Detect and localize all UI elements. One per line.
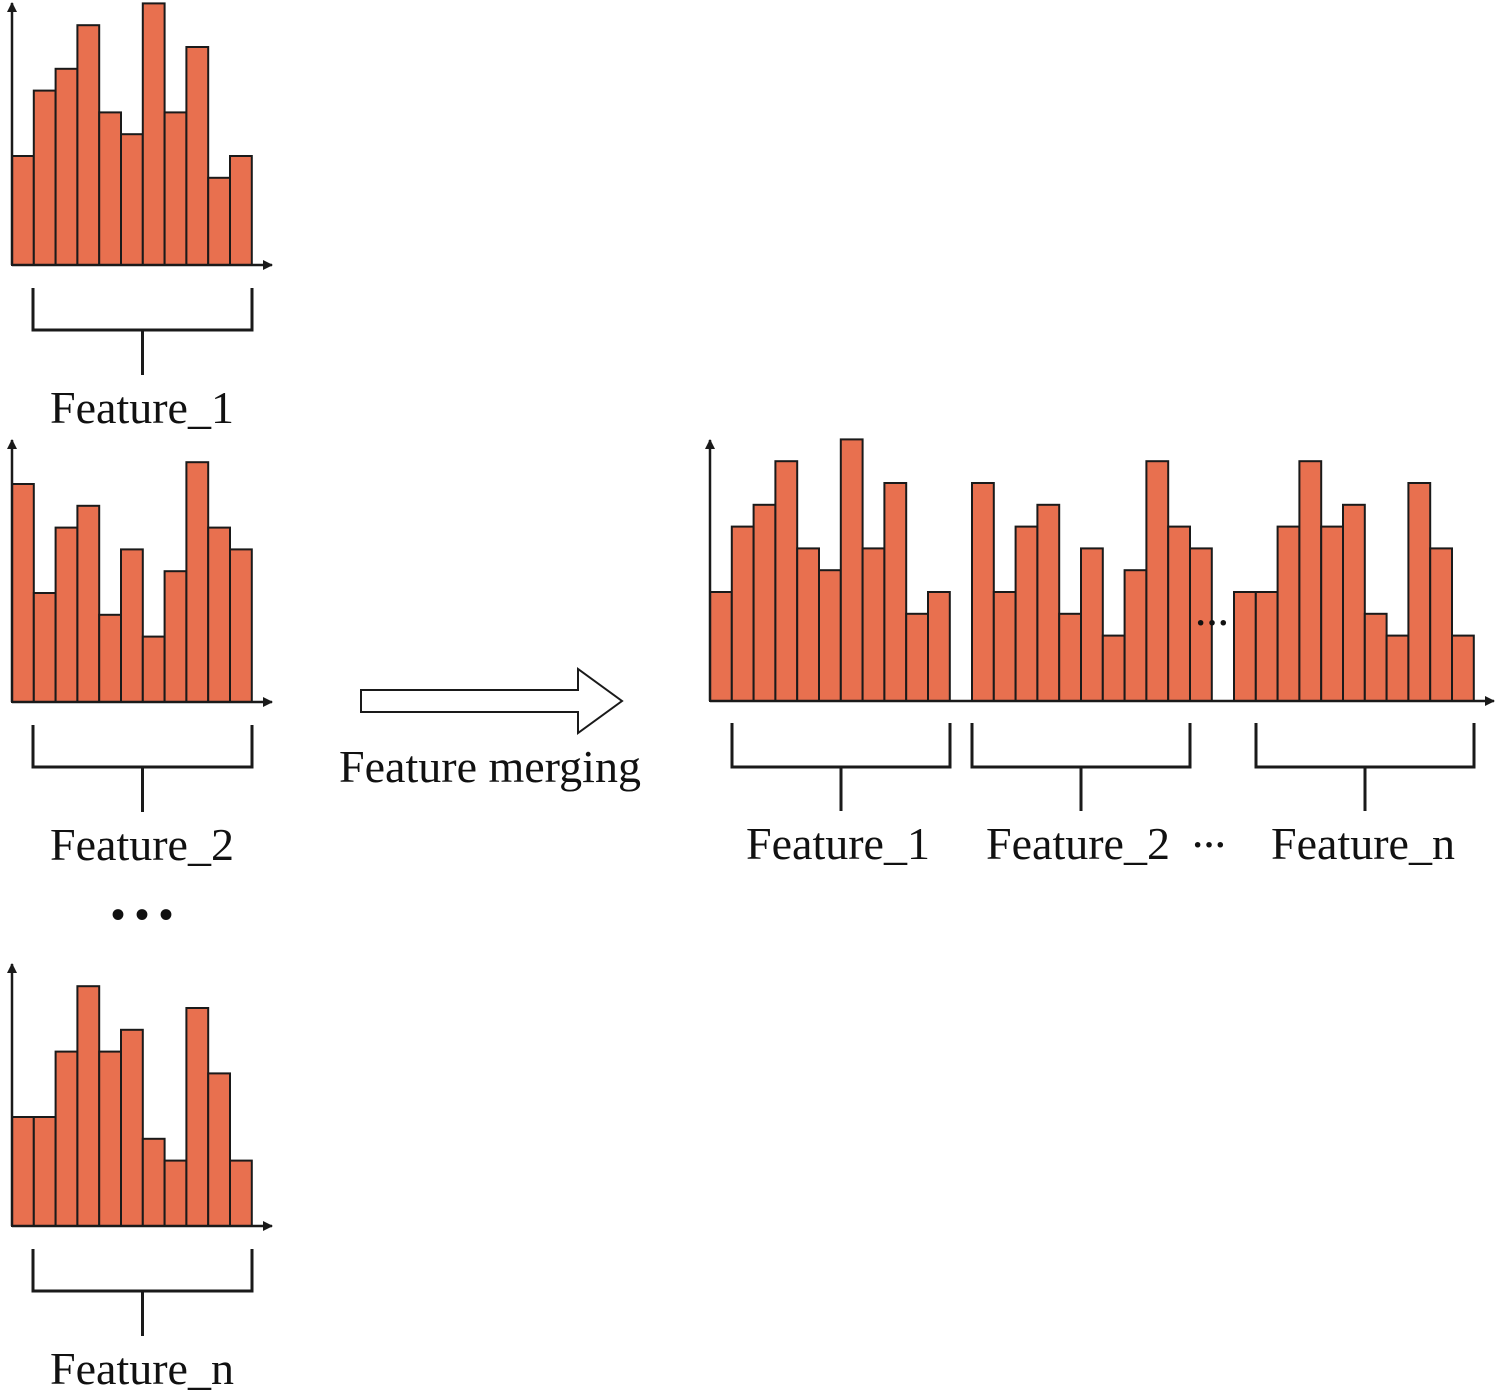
merged-group-2-bar-1 — [971, 482, 995, 702]
merge-label: Feature merging — [339, 741, 641, 792]
merged-group-3-bar-10 — [1429, 547, 1453, 703]
merged-group-1-bar-5 — [796, 547, 821, 703]
merged-group-2-bar-10 — [1167, 525, 1191, 702]
source-chart-1-bracket — [31, 288, 254, 375]
merged-group-2-bar-7 — [1101, 634, 1126, 702]
merged-group-2-label: Feature_2 — [986, 818, 1170, 869]
merged-group-3 — [1233, 460, 1475, 703]
source-chart-2-label: Feature_2 — [50, 819, 234, 870]
merged-group-2-bar-4 — [1036, 503, 1061, 702]
source-chart-2-bracket — [31, 725, 254, 812]
merged-group-1-bar-10 — [905, 612, 930, 702]
merge-arrow-icon — [360, 667, 624, 735]
source-chart-3-bar-11 — [229, 1159, 253, 1227]
merged-group-1-bar-9 — [883, 482, 908, 702]
merged-feature-chart: Feature_1 Feature_2 Feature_n ··· — [705, 438, 1495, 869]
merged-group-3-bar-2 — [1254, 591, 1279, 702]
merged-group-2 — [971, 460, 1213, 703]
source-chart-3-bar-9 — [185, 1007, 210, 1227]
merged-group-1-label: Feature_1 — [746, 818, 930, 869]
source-chart-1-label: Feature_1 — [50, 382, 234, 433]
merged-group-2-bracket — [970, 723, 1192, 811]
merged-group-3-bracket — [1254, 723, 1476, 811]
merged-group-3-bar-9 — [1407, 482, 1432, 702]
source-chart-3-bar-5 — [98, 1050, 122, 1227]
source-chart-3-bar-8 — [163, 1159, 188, 1227]
merged-group-3-bar-3 — [1276, 525, 1301, 702]
merged-group-1-bar-2 — [730, 525, 755, 702]
source-chart-3-bar-3 — [54, 1050, 79, 1227]
source-chart-1-bar-3 — [54, 67, 79, 266]
merged-group-3-bar-7 — [1363, 612, 1388, 702]
source-chart-2-bar-2 — [32, 592, 57, 703]
merged-group-3-bar-6 — [1342, 503, 1366, 702]
merged-group-1 — [709, 438, 951, 703]
source-chart-1-bar-9 — [185, 46, 210, 266]
source-chart-1-bar-7 — [141, 2, 166, 267]
source-chart-1-bar-4 — [76, 24, 101, 267]
merged-group-2-bar-5 — [1058, 612, 1082, 702]
source-chart-2-bar-1 — [11, 483, 35, 703]
merged-group-2-bar-9 — [1145, 460, 1170, 703]
source-chart-1-bar-2 — [32, 89, 57, 266]
source-chart-1-bar-5 — [98, 111, 122, 267]
source-chart-1-bar-11 — [229, 155, 253, 266]
merged-group-3-bar-11 — [1451, 634, 1475, 702]
source-chart-1-bar-10 — [207, 176, 231, 266]
source-chart-3-bar-10 — [207, 1072, 231, 1228]
merged-group-2-bar-3 — [1014, 525, 1039, 702]
merged-gap-ellipsis: ··· — [1195, 605, 1229, 642]
merged-group-2-bar-2 — [992, 591, 1017, 702]
source-chart-2-bar-4 — [76, 504, 101, 703]
left-ellipsis: • • • — [111, 892, 173, 937]
merged-group-2-bar-6 — [1080, 547, 1104, 703]
source-chart-3-label: Feature_n — [50, 1343, 234, 1394]
merged-group-3-bar-4 — [1298, 460, 1323, 703]
source-chart-2-bar-9 — [185, 461, 210, 704]
merged-group-3-label: Feature_n — [1271, 818, 1455, 869]
source-chart-3-bar-4 — [76, 985, 101, 1228]
source-chart-3-bracket — [31, 1249, 254, 1336]
merged-group-1-bar-1 — [709, 591, 733, 702]
source-chart-3-bar-2 — [32, 1116, 57, 1227]
source-chart-2-bar-3 — [54, 526, 79, 703]
source-chart-3-bar-1 — [11, 1116, 35, 1227]
source-chart-3-bar-7 — [141, 1137, 166, 1228]
source-chart-1-bar-8 — [163, 111, 188, 267]
merged-group-1-bar-11 — [927, 591, 951, 702]
source-chart-2-bar-8 — [163, 570, 188, 704]
source-chart-2-bar-11 — [229, 548, 253, 704]
merged-label-ellipsis: ··· — [1192, 827, 1226, 864]
merged-group-3-bar-8 — [1385, 634, 1410, 702]
source-chart-1: Feature_1 — [6, 2, 273, 433]
merged-group-1-bar-8 — [861, 547, 886, 703]
merged-group-1-bar-3 — [752, 503, 777, 702]
merged-group-1-bracket — [730, 723, 952, 811]
merged-group-1-bar-7 — [839, 438, 864, 702]
merged-group-1-bar-4 — [774, 460, 799, 703]
source-chart-2-bar-10 — [207, 526, 231, 703]
source-chart-2-bar-7 — [141, 635, 166, 703]
source-chart-2: Feature_2 — [6, 439, 273, 870]
merged-group-1-bar-6 — [818, 569, 842, 703]
source-chart-3-bar-6 — [120, 1028, 144, 1228]
merged-group-3-bar-1 — [1233, 591, 1257, 702]
merged-group-2-bar-8 — [1123, 569, 1148, 703]
source-chart-1-bar-6 — [120, 133, 144, 266]
source-chart-2-bar-6 — [120, 548, 144, 704]
source-chart-2-bar-5 — [98, 613, 122, 703]
merged-group-3-bar-5 — [1320, 525, 1344, 702]
source-chart-3: Feature_n — [6, 963, 273, 1394]
source-chart-1-bar-1 — [11, 155, 35, 266]
